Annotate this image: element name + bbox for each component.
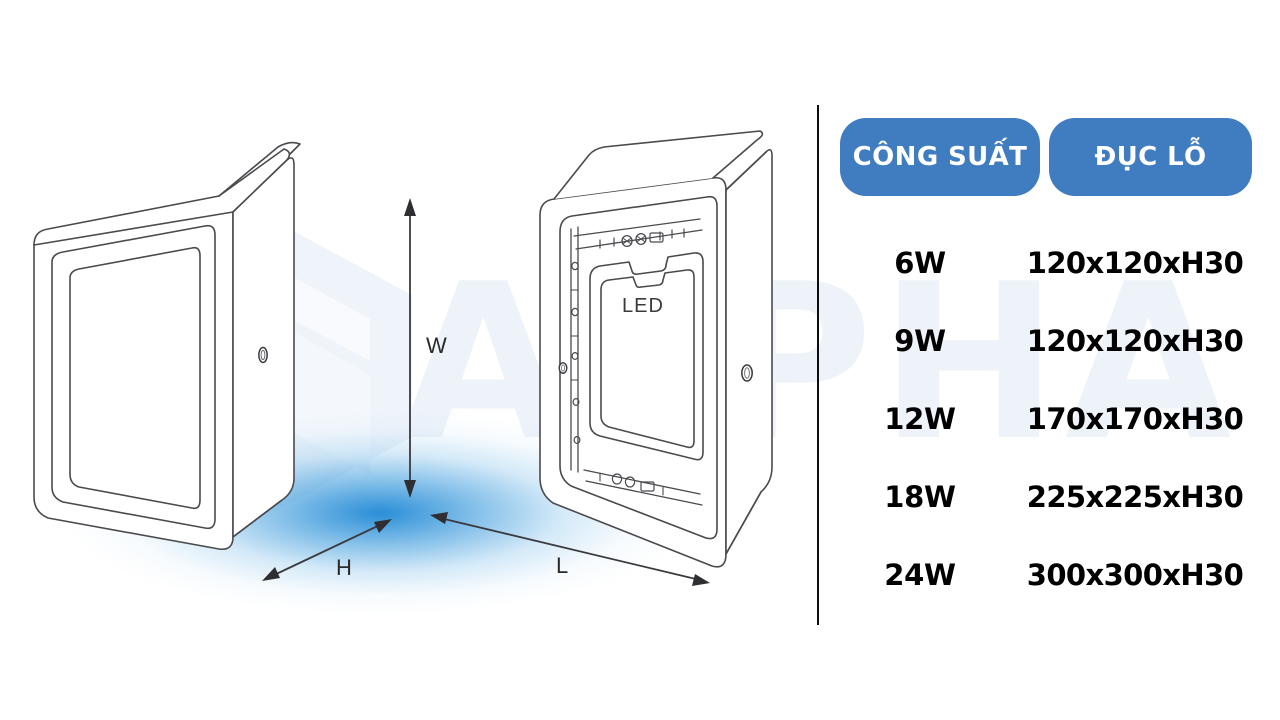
cell-power: 9W [894, 324, 946, 358]
header-cutout: ĐỤC LỖ [1049, 118, 1252, 196]
table-row: 9W 120x120xH30 [840, 302, 1270, 380]
cell-power: 6W [894, 246, 946, 280]
dimension-arrows [262, 198, 710, 586]
vertical-divider [817, 105, 819, 625]
cell-cutout: 120x120xH30 [1026, 246, 1244, 280]
led-panel-label: LED [622, 295, 664, 317]
table-row: 18W 225x225xH30 [840, 458, 1270, 536]
table-row: 6W 120x120xH30 [840, 224, 1270, 302]
table-row: 24W 300x300xH30 [840, 536, 1270, 614]
cell-power: 12W [884, 402, 956, 436]
spec-table-body: 6W 120x120xH30 9W 120x120xH30 12W 170x170xH30… [840, 224, 1270, 614]
cell-cutout: 170x170xH30 [1026, 402, 1244, 436]
table-row: 12W 170x170xH30 [840, 380, 1270, 458]
dimension-label-l: L [556, 553, 569, 578]
header-power: CÔNG SUẤT [840, 118, 1040, 196]
lamp-right-body [539, 130, 773, 568]
dimension-label-w: W [426, 333, 447, 358]
spec-table: CÔNG SUẤT ĐỤC LỖ 6W 120x120xH30 9W 120x120x… [840, 118, 1270, 614]
cell-cutout: 120x120xH30 [1026, 324, 1244, 358]
spec-table-header: CÔNG SUẤT ĐỤC LỖ [840, 118, 1270, 196]
cell-cutout: 300x300xH30 [1026, 558, 1244, 592]
cell-power: 24W [884, 558, 956, 592]
cell-power: 18W [884, 480, 956, 514]
lamp-left-body [33, 141, 301, 551]
cell-cutout: 225x225xH30 [1026, 480, 1244, 514]
lamp-illustration: W H L LED [33, 130, 773, 586]
dimension-label-h: H [336, 555, 352, 580]
